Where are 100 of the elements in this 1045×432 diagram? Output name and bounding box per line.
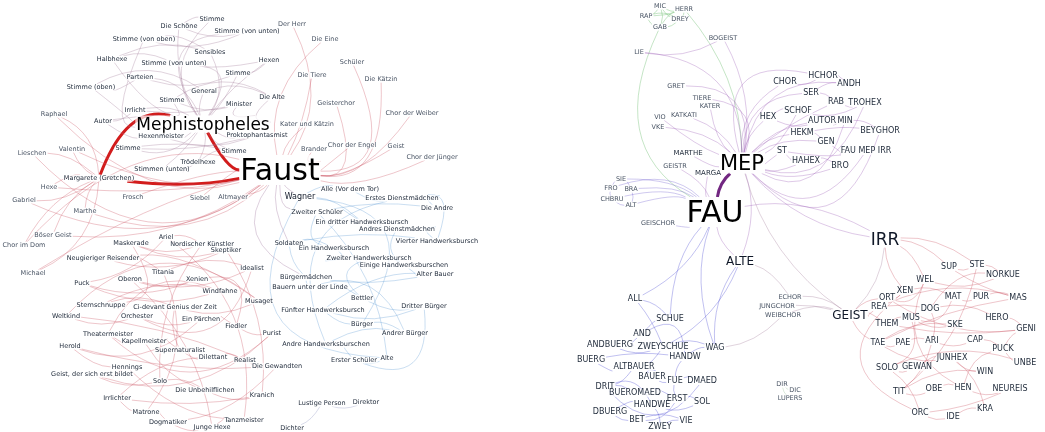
network-edge	[653, 9, 659, 15]
character-label: OBE	[924, 385, 944, 393]
character-label: ANDBUERG	[586, 341, 634, 349]
network-edge	[860, 294, 912, 410]
character-label: ZWEYSCHUE	[636, 343, 690, 351]
character-label: MUS	[901, 314, 921, 322]
network-edge	[90, 240, 164, 282]
network-edge	[141, 143, 221, 149]
character-label: XEN	[895, 287, 915, 295]
network-edge	[173, 103, 180, 117]
network-edge	[275, 184, 288, 241]
character-label: IDE	[945, 413, 961, 421]
network-edge	[638, 187, 694, 198]
character-label: WIN	[975, 368, 995, 376]
network-edge	[142, 271, 246, 288]
network-edge	[626, 178, 697, 198]
network-edge	[693, 156, 720, 168]
network-edge	[665, 127, 731, 153]
network-edge	[343, 347, 352, 358]
network-edge	[922, 356, 936, 364]
network-edge	[142, 271, 252, 333]
character-label: MAT	[943, 293, 963, 301]
character-label: Mephistopheles	[135, 115, 271, 133]
network-edge	[320, 148, 349, 171]
character-label: BRO	[830, 162, 850, 170]
character-label: PUR	[971, 293, 991, 301]
network-edge	[333, 309, 417, 320]
network-edge	[57, 117, 240, 189]
character-label: ORC	[910, 409, 930, 417]
network-edge	[141, 138, 245, 150]
network-edge	[141, 132, 196, 154]
character-label: WAG	[704, 344, 726, 352]
network-edge	[631, 192, 634, 203]
network-edge	[844, 105, 853, 108]
character-label: VIE	[678, 417, 694, 425]
network-edge	[89, 286, 210, 302]
character-label: MIN	[836, 117, 854, 125]
network-edge	[900, 246, 924, 277]
network-edge	[172, 310, 179, 348]
network-edge	[167, 379, 200, 388]
network-edge	[180, 22, 209, 116]
network-edge	[674, 360, 682, 378]
network-edge	[90, 282, 190, 294]
network-edge	[764, 114, 797, 154]
network-edge	[202, 150, 221, 160]
network-edge	[126, 246, 148, 303]
network-edge	[904, 369, 977, 389]
character-label: HANDW	[668, 353, 702, 361]
character-label: PUCK	[991, 345, 1015, 353]
character-label: BET	[628, 416, 646, 424]
network-edge	[615, 415, 629, 421]
network-edge	[802, 295, 843, 310]
network-edge	[209, 63, 265, 116]
character-label: FUE	[666, 377, 684, 385]
network-edge	[819, 92, 832, 99]
network-edge	[911, 337, 925, 340]
network-edge	[120, 357, 199, 396]
network-edge	[408, 268, 417, 276]
network-edge	[743, 120, 764, 153]
network-edge	[647, 19, 653, 25]
network-edge	[210, 76, 237, 116]
network-edge	[1009, 317, 1022, 326]
network-edge	[146, 106, 226, 113]
network-edge	[895, 283, 924, 303]
network-edge	[963, 351, 992, 385]
network-edge	[320, 65, 372, 172]
network-edge	[362, 309, 426, 370]
network-edge	[326, 273, 416, 308]
network-edge	[716, 226, 734, 256]
network-edge	[958, 407, 977, 414]
network-edge	[94, 90, 137, 127]
network-edge	[187, 369, 275, 420]
network-edge	[753, 105, 828, 153]
network-edge	[814, 132, 822, 139]
network-edge	[199, 132, 206, 160]
network-edge	[282, 127, 304, 156]
network-edge	[81, 348, 252, 369]
network-edge	[73, 152, 93, 176]
network-edge	[170, 259, 242, 270]
network-edge	[957, 268, 969, 271]
character-label: KRA	[976, 405, 994, 413]
network-edge	[638, 302, 662, 344]
network-edge	[645, 414, 679, 419]
network-edge	[710, 109, 731, 153]
network-edge	[615, 370, 632, 385]
network-edge	[972, 391, 999, 396]
network-edge	[145, 344, 196, 388]
network-edge	[855, 247, 885, 310]
network-edge	[725, 318, 781, 348]
network-edge	[131, 397, 249, 404]
network-edge	[645, 402, 675, 421]
network-edge	[184, 353, 199, 360]
network-edge	[744, 173, 842, 310]
network-edge	[373, 321, 400, 331]
network-edge	[148, 275, 178, 410]
network-edge	[896, 350, 1014, 365]
character-label: THEM	[874, 320, 900, 328]
network-edge	[159, 412, 165, 420]
network-edge	[150, 76, 231, 86]
network-edge	[279, 184, 291, 210]
